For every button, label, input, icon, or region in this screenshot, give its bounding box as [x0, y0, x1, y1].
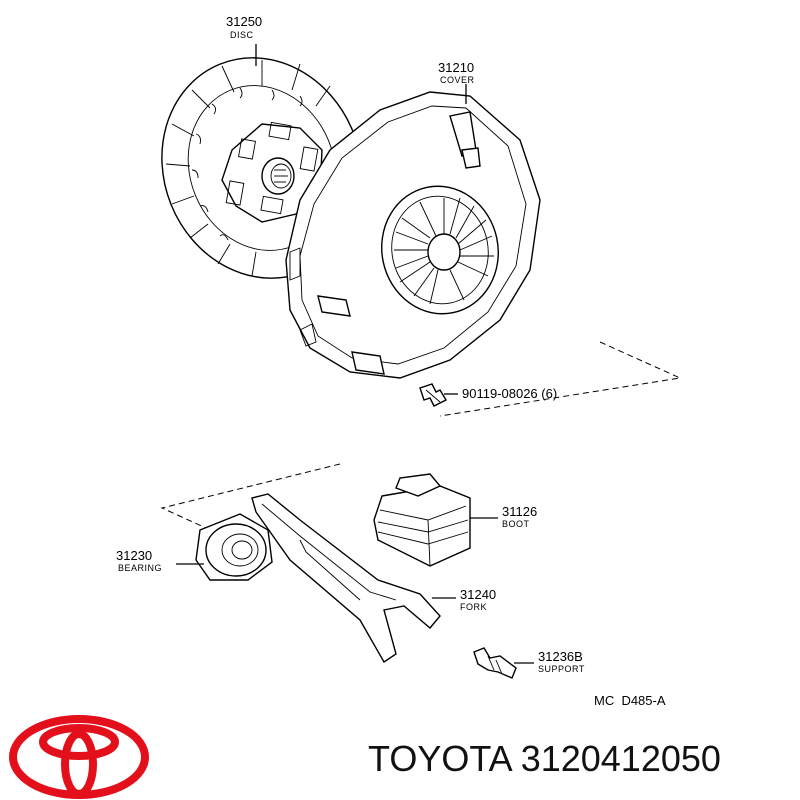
cover-part-number: 31210 [438, 60, 474, 75]
label-bolt: 90119-08026 (6) [462, 386, 557, 401]
label-fork: 31240 FORK [460, 587, 496, 612]
assembly-guide-lines [160, 341, 682, 529]
leader-lines [176, 44, 534, 664]
label-support: 31236B SUPPORT [538, 649, 585, 674]
label-disc: 31250 DISC [226, 14, 262, 40]
release-bearing-drawing [195, 513, 273, 581]
fork-part-name: FORK [460, 602, 487, 612]
bearing-part-number: 31230 [116, 548, 152, 563]
cover-part-name: COVER [440, 75, 475, 85]
label-boot: 31126 BOOT [502, 504, 537, 529]
disc-part-number: 31250 [226, 14, 262, 29]
diaphragm-fingers [394, 197, 494, 305]
brand-part-number-text: TOYOTA 3120412050 [368, 738, 721, 779]
bolt-part-number: 90119-08026 (6) [462, 386, 557, 401]
diagram-code: MC D485-A [594, 693, 666, 708]
support-part-number: 31236B [538, 649, 583, 664]
clutch-cover-drawing [285, 91, 541, 379]
bearing-part-name: BEARING [118, 563, 162, 573]
support-part-name: SUPPORT [538, 664, 585, 674]
boot-drawing [373, 473, 471, 567]
fork-part-number: 31240 [460, 587, 496, 602]
label-cover: 31210 COVER [438, 60, 475, 85]
disc-part-name: DISC [230, 30, 254, 40]
boot-part-number: 31126 [502, 504, 537, 519]
boot-part-name: BOOT [502, 519, 530, 529]
release-fork-drawing [251, 493, 441, 663]
bolt-drawing [419, 383, 447, 407]
support-drawing [473, 647, 517, 679]
label-bearing: 31230 BEARING [116, 548, 162, 573]
toyota-logo [9, 715, 149, 799]
